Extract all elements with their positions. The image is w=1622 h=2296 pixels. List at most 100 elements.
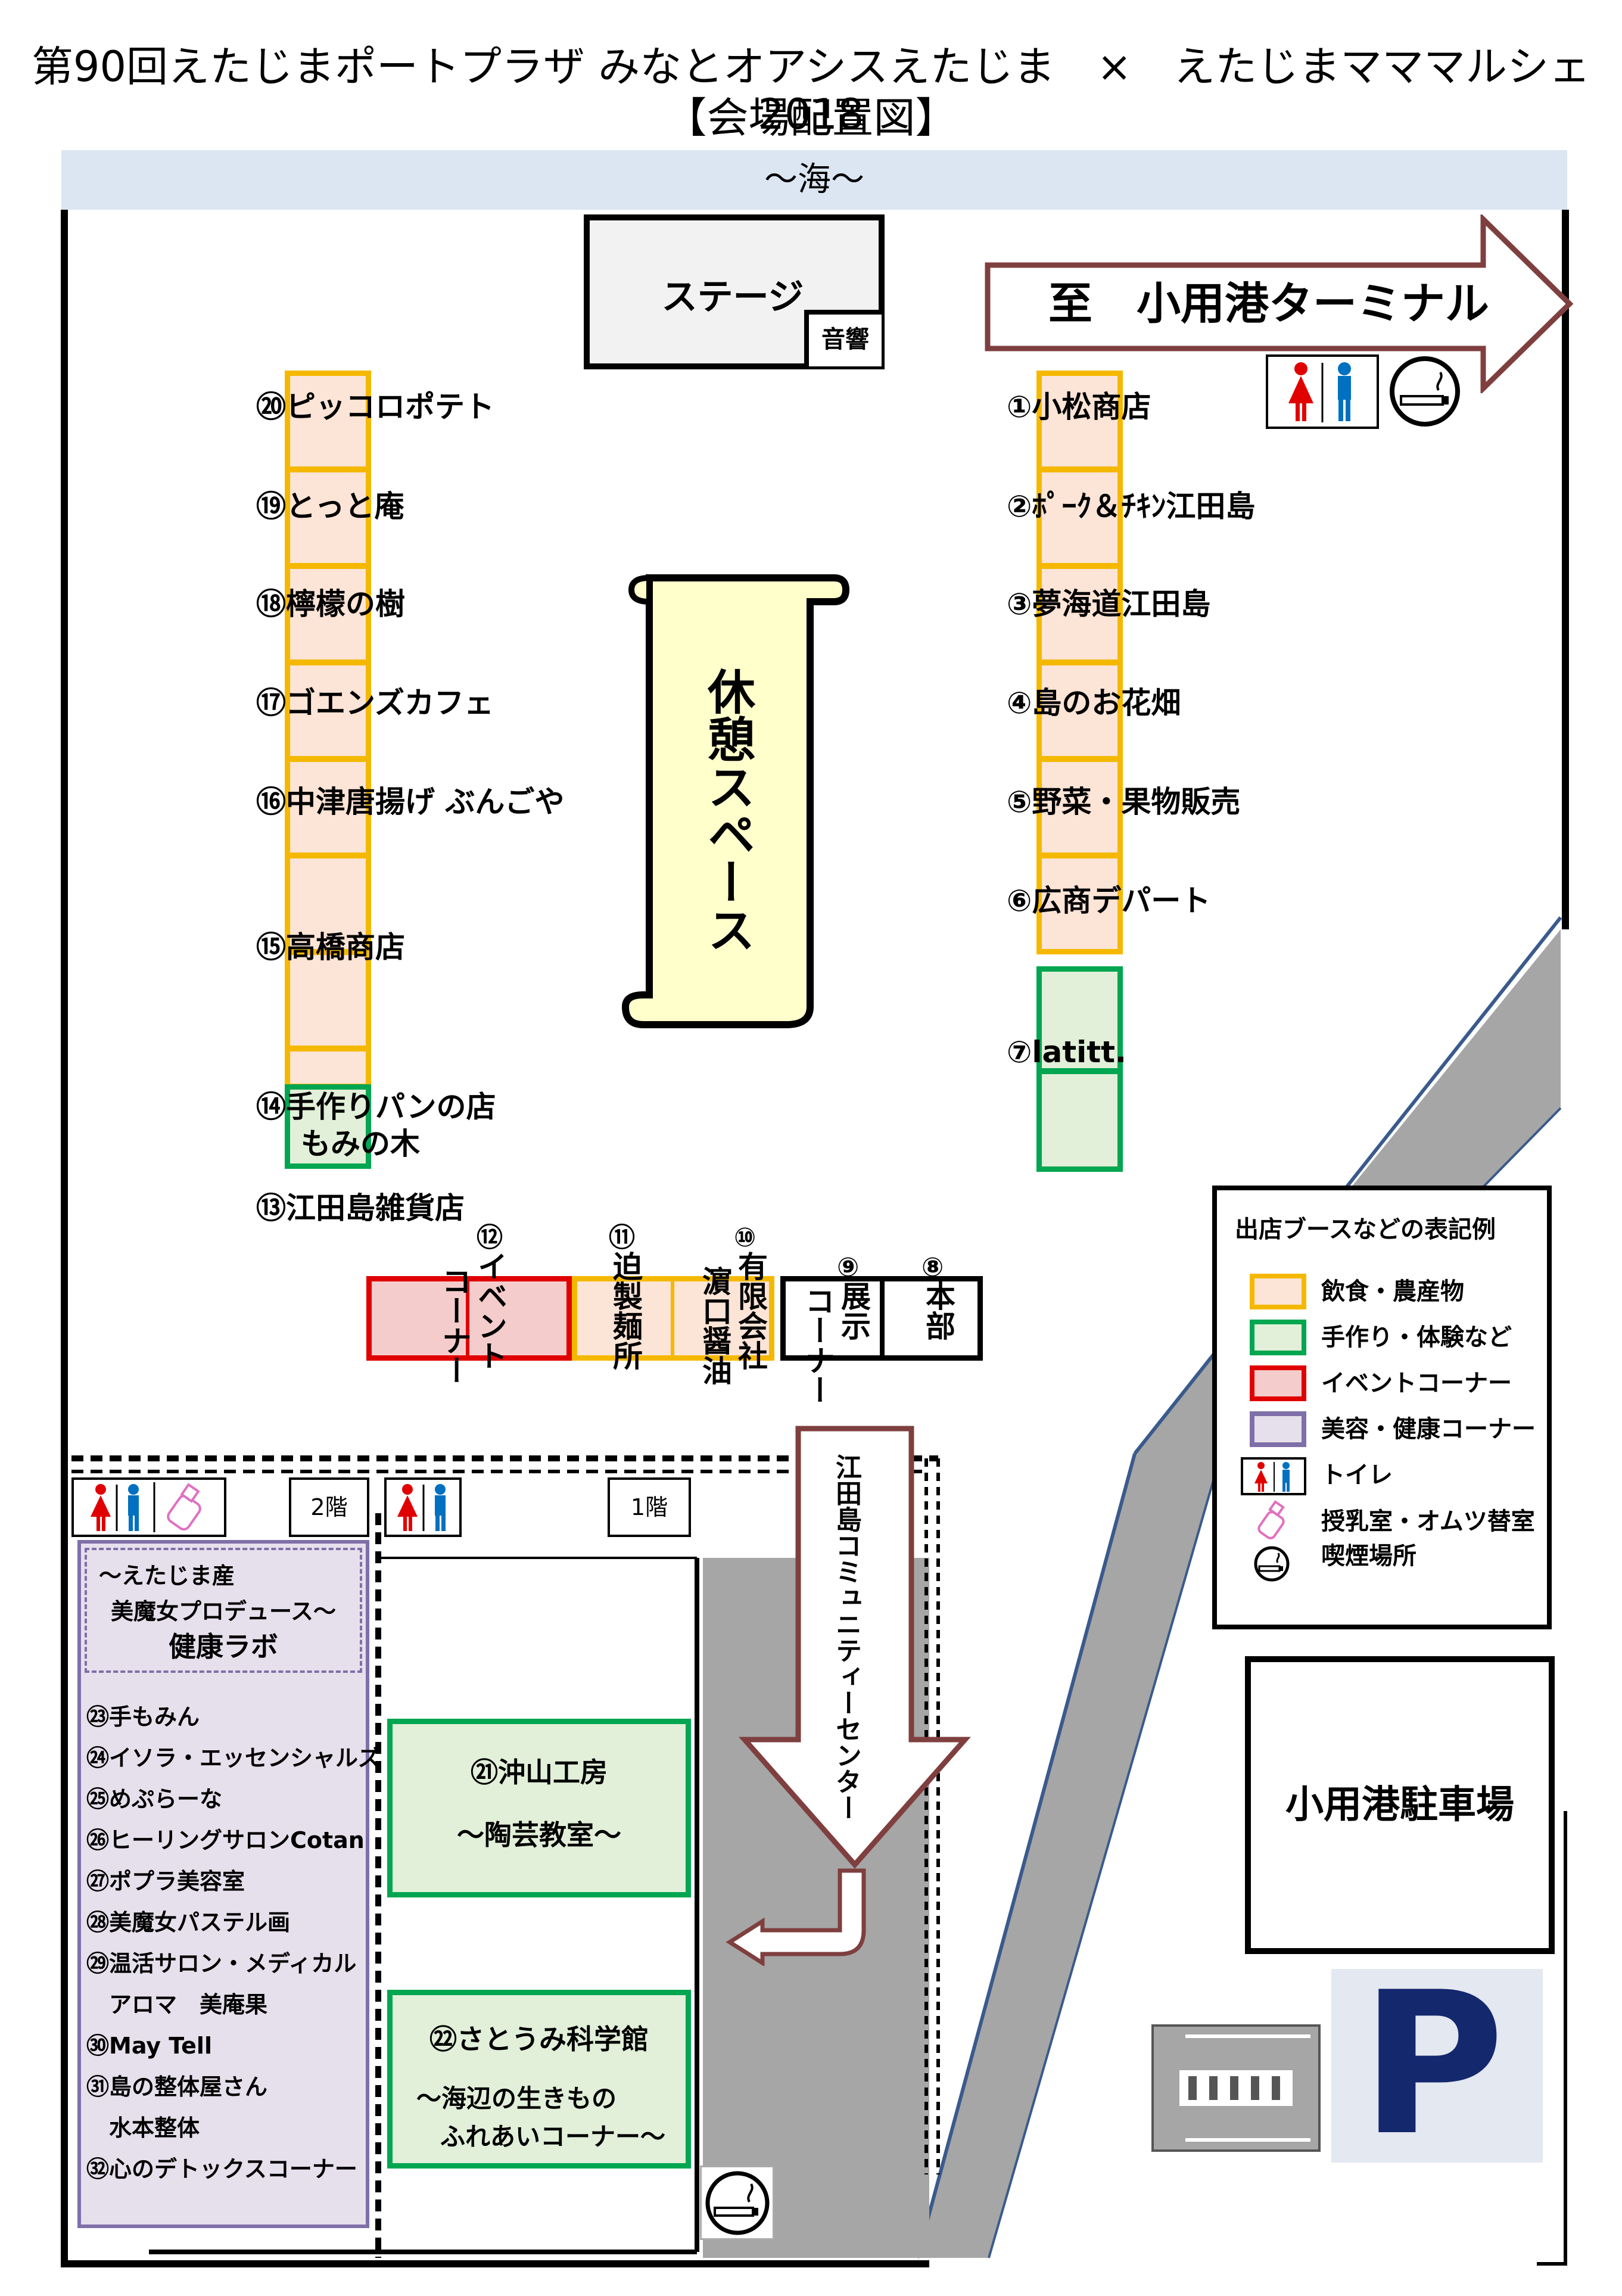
road-diagonal <box>917 1454 1221 2258</box>
legend-swatch-food <box>1250 1274 1306 1309</box>
uturn-arrow-icon <box>726 1868 866 1966</box>
stage-label: ステージ <box>661 276 804 318</box>
floor-1-label: 1階 <box>608 1477 691 1537</box>
lab-item-32: ㉜心のデトックスコーナー <box>86 2156 357 2182</box>
legend-swatch-craft <box>1250 1320 1306 1355</box>
event-label-2: コーナー <box>437 1266 472 1385</box>
legend-label-smoking: 喫煙場所 <box>1321 1542 1416 1570</box>
booth-label-1: ①小松商店 <box>1007 390 1151 424</box>
legend-label-nursing: 授乳室・オムツ替室 <box>1321 1508 1535 1535</box>
hq-divider <box>880 1276 885 1361</box>
health-lab-line1: ～えたじま産 <box>99 1563 235 1589</box>
legend-swatch-beauty <box>1250 1411 1306 1447</box>
smoking-icon <box>705 2171 770 2235</box>
right-booth-column <box>1036 371 1123 1172</box>
lab-item-29: ㉙温活サロン・メディカル <box>86 1950 357 1977</box>
lab-item-27: ㉗ポプラ美容室 <box>86 1868 245 1894</box>
legend-label-food: 飲食・農産物 <box>1321 1278 1464 1305</box>
n11-label: ⑪ <box>609 1222 635 1253</box>
booth-label-16: ⑯中津唐揚げ ぶんごや <box>256 785 565 819</box>
legend-label-craft: 手作り・体験など <box>1321 1324 1512 1351</box>
health-lab-area <box>77 1540 369 2228</box>
legend-swatch-event <box>1250 1365 1306 1401</box>
sound-booth: 音響 <box>804 310 882 366</box>
lab-item-23: ㉓手もみん <box>86 1704 200 1730</box>
legend-label-beauty: 美容・健康コーナー <box>1321 1415 1536 1443</box>
food-divider <box>671 1276 674 1361</box>
legend: 出店ブースなどの表記例 飲食・農産物 手作り・体験など イベントコーナー 美容・… <box>1212 1186 1552 1629</box>
toilet-1f <box>384 1477 462 1537</box>
legend-label-event: イベントコーナー <box>1321 1370 1512 1397</box>
booth-label-3: ③夢海道江田島 <box>1007 587 1211 621</box>
smoking-icon <box>1254 1546 1290 1582</box>
health-lab-list: ㉓手もみん ㉔イソラ・エッセンシャルズ ㉕めぷらーな ㉖ヒーリングサロンCota… <box>86 1697 381 2190</box>
parking-sign: P <box>1331 1957 1543 2171</box>
terminal-arrow-label: 至 小用港ターミナル <box>1048 278 1489 329</box>
booth-label-5: ⑤野菜・果物販売 <box>1007 785 1241 819</box>
event-divider <box>466 1276 469 1361</box>
lab-item-29b: アロマ 美庵果 <box>86 1992 268 2018</box>
lab-item-25: ㉕めぷらーな <box>86 1786 223 1812</box>
booth-label-14: ⑭手作りパンの店 <box>256 1090 496 1124</box>
lab-item-28: ㉘美魔女パステル画 <box>86 1909 291 1936</box>
left-booth-column <box>285 371 371 1169</box>
sako-label: 迫製麺所 <box>608 1251 643 1370</box>
booth-label-14b: もみの木 <box>301 1127 420 1161</box>
tenji-label: 展示 <box>836 1281 871 1340</box>
parking-lot-label: 小用港駐車場 <box>1245 1656 1555 1954</box>
booth-label-15: ⑮高橋商店 <box>256 930 405 965</box>
booth-label-19: ⑲とっと庵 <box>256 489 404 524</box>
toilet-icon <box>91 1482 201 1532</box>
lab-item-31b: 水本整体 <box>86 2115 200 2141</box>
yugen-label: 有限会社 <box>733 1251 768 1370</box>
honbu-label: 本部 <box>921 1281 955 1340</box>
room-22-line3: ふれあいコーナー～ <box>440 2122 666 2151</box>
legend-title: 出店ブースなどの表記例 <box>1235 1216 1496 1243</box>
rest-space-scroll <box>621 574 850 1028</box>
booth-label-7: ⑦latitt. <box>1007 1035 1127 1069</box>
lab-item-30: ㉚May Tell <box>86 2033 212 2059</box>
booth-3 <box>1036 564 1123 665</box>
room-21-subtitle: ～陶芸教室～ <box>457 1819 621 1851</box>
n8-label: ⑧ <box>921 1252 944 1283</box>
booth-19 <box>285 467 371 568</box>
room-22: ㉒さとうみ科学館 ～海辺の生きもの ふれあいコーナー～ <box>387 1990 691 2169</box>
booth-label-4: ④島のお花畑 <box>1007 686 1181 720</box>
map-title: 第90回えたじまポートプラザ みなとオアシスえたじま × えたじまマママルシェ2… <box>31 42 1591 139</box>
health-lab-line2: 美魔女プロデュース～ <box>110 1598 337 1625</box>
booth-label-13: ⑬江田島雑貨店 <box>256 1191 465 1225</box>
booth-13 <box>285 1084 371 1169</box>
booth-20 <box>285 371 371 472</box>
sea-label: ～海～ <box>61 150 1567 210</box>
booth-label-18: ⑱檸檬の樹 <box>256 587 405 621</box>
toilet-icon <box>1254 1462 1290 1492</box>
health-lab-header: ～えたじま産 美魔女プロデュース～ 健康ラボ <box>85 1548 362 1673</box>
lab-item-24: ㉔イソラ・エッセンシャルズ <box>86 1745 381 1771</box>
booth-7a <box>1036 966 1123 1074</box>
room-22-title: ㉒さとうみ科学館 <box>429 2023 649 2055</box>
booth-label-17: ⑰ゴエンズカフェ <box>256 686 494 720</box>
stage: ステージ 音響 <box>584 214 885 369</box>
health-lab-title: 健康ラボ <box>169 1631 278 1663</box>
map-subtitle: 【会場配置図】 <box>665 94 957 142</box>
smoking-area-1f <box>700 2166 774 2240</box>
booth-15b <box>285 950 371 1051</box>
toilet-sign <box>1266 354 1379 429</box>
booth-label-2: ②ﾎﾟｰｸ＆ﾁｷﾝ江田島 <box>1007 489 1256 524</box>
floor-2-label: 2階 <box>289 1477 369 1537</box>
booth-7b <box>1036 1069 1123 1172</box>
booth-2 <box>1036 467 1123 568</box>
community-center-label: 江田島コミュニティーセンター <box>831 1454 861 1821</box>
booth-label-6: ⑥広商デパート <box>1007 883 1211 918</box>
room-22-line2: ～海辺の生きもの <box>416 2084 617 2113</box>
corner-label: コーナー <box>801 1286 835 1405</box>
hamaguchi-label: 濵口醤油 <box>698 1266 732 1385</box>
legend-toilet <box>1241 1457 1306 1495</box>
baby-bottle-icon <box>167 1483 201 1531</box>
toilet-icon <box>1288 362 1351 422</box>
booth-6 <box>1036 853 1123 954</box>
booth-label-20: ⑳ピッコロポテト <box>256 390 494 424</box>
booth-17 <box>285 660 371 761</box>
room-21: ㉑沖山工房 ～陶芸教室～ <box>387 1719 691 1897</box>
lab-item-26: ㉖ヒーリングサロンCotan <box>86 1827 365 1853</box>
